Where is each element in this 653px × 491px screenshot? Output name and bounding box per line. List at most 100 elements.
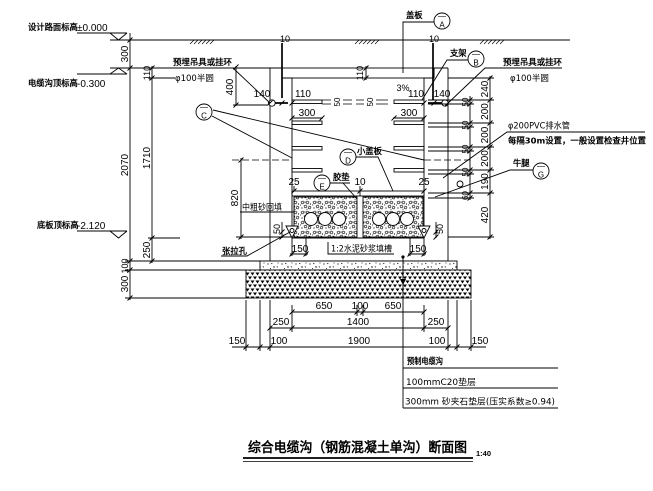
sand-area-annotations: 25 10 25 820 中粗砂回填 50 50 150 150 张拉孔 <box>221 158 470 257</box>
cable <box>386 212 400 226</box>
callout-mark: D <box>345 157 351 166</box>
note-label: 每隔30m设置，一般设置检查井位置 <box>508 136 647 146</box>
note-label: φ100半圆 <box>510 73 549 84</box>
tension-hole-right-icon <box>417 225 431 240</box>
dimension-label: 300 <box>120 45 131 62</box>
dimension-label: 250 <box>142 241 153 258</box>
cables <box>304 212 414 226</box>
callout-mark: A <box>439 21 445 30</box>
dimension-label: 400 <box>225 78 236 95</box>
dimension-label: 200 <box>480 126 491 143</box>
dimension-label: 140 <box>254 89 271 100</box>
dimension-label: 650 <box>316 301 333 312</box>
dimension-label: 140 <box>434 89 451 100</box>
note-label: 预埋吊具或挂环 <box>173 57 233 67</box>
detail-index-icon <box>433 12 451 30</box>
callout-label: 牛腿 <box>513 158 530 168</box>
dimension-label: 100 <box>352 301 369 312</box>
dimension-label: 1400 <box>347 317 370 328</box>
title-text: 综合电缆沟（钢筋混凝土单沟）断面图 <box>248 439 467 456</box>
sand-backfill-label: 中粗砂回填 <box>242 202 282 213</box>
layer-label: 100mmC20垫层 <box>406 377 476 388</box>
elevation-marker-icon <box>77 230 128 239</box>
dimension-label: 150 <box>229 336 246 347</box>
layer-legend: 预制电缆沟 100mmC20垫层 300mm 砂夹石垫层(压实系数≥0.94) <box>400 255 558 409</box>
callout-dash: — <box>472 50 480 59</box>
callout-dash: — <box>438 12 446 21</box>
callout-mark: G <box>538 171 544 180</box>
callout-label: 胶垫 <box>333 172 350 182</box>
dimension-label: 250 <box>273 317 290 328</box>
drain-pipe-icon <box>456 180 464 188</box>
dimension-label: 50 <box>435 224 445 234</box>
ground-line <box>110 39 570 45</box>
elevation-value: -2.120 <box>77 221 106 232</box>
dimension-label: 110 <box>408 89 424 100</box>
dimension-label: 300 <box>401 108 418 119</box>
dimension-label: 100 <box>120 258 130 273</box>
dimension-ticks <box>127 37 493 350</box>
cable-racks-right <box>393 99 425 173</box>
dimension-label: 25 <box>288 177 300 188</box>
lifting-ring-right-icon <box>441 99 449 107</box>
dimension-label: 100 <box>429 336 446 347</box>
dimension-label: 60 <box>461 191 470 200</box>
arrow-down-icon <box>400 279 406 285</box>
dimension-label: 650 <box>385 301 402 312</box>
dimension-label: 200 <box>480 150 491 167</box>
dimension-label: 190 <box>480 173 491 190</box>
elevation-label: 设计路面标高 <box>28 22 78 32</box>
bottom-dimensions: 650 100 650 250 1400 250 150 100 1900 10… <box>229 300 489 351</box>
dimension-label: 820 <box>230 189 241 206</box>
cable <box>332 212 346 226</box>
cable <box>304 212 318 226</box>
dimension-label: 10 <box>280 34 290 44</box>
note-label: φ200PVC排水管 <box>508 121 570 132</box>
dimension-label: 250 <box>428 317 445 328</box>
cable <box>318 212 332 226</box>
note-label: 预埋吊具或挂环 <box>503 57 563 67</box>
dimension-label: 50 <box>461 97 470 106</box>
dimension-label: 300 <box>299 108 316 119</box>
dimension-label: 50 <box>461 144 470 153</box>
lifting-ring-note-left: 预埋吊具或挂环 φ100半圆 <box>173 57 271 104</box>
title-scale: 1:40 <box>476 449 491 458</box>
tension-hole-label: 张拉孔 <box>222 246 248 256</box>
dimension-label: 50 <box>272 224 282 234</box>
elevation-slab-top: 底板顶标高 -2.120 <box>37 220 128 239</box>
trench-structure: 1:2水泥砂浆填槽 <box>245 43 472 299</box>
dimension-label: 10 <box>429 34 439 44</box>
dimension-label: 150 <box>292 244 309 255</box>
cable <box>372 212 386 226</box>
dimension-label: 200 <box>480 103 491 120</box>
callout-mark: C <box>201 112 207 121</box>
dimension-label: 1710 <box>142 146 153 169</box>
callout-dash: — <box>537 162 545 171</box>
dimension-label: 50 <box>461 167 470 176</box>
detail-index-icon <box>313 174 331 192</box>
detail-index-icon <box>195 103 213 121</box>
top-dimensions: 10 10 110 400 140 110 3% 110 140 300 300… <box>225 34 451 119</box>
callout-mark: E <box>319 183 324 192</box>
cable-racks-left <box>291 99 323 173</box>
drain-pipe-note: φ200PVC排水管 每隔30m设置，一般设置检查井位置 <box>442 121 647 179</box>
lifting-ring-left-icon <box>268 99 276 107</box>
dimension-label: 50 <box>461 120 470 129</box>
dimension-label: 150 <box>410 244 427 255</box>
note-label: φ100半圆 <box>175 73 214 84</box>
callout-a: 盖板 — A <box>402 10 451 73</box>
slope-label: 3% <box>396 83 409 93</box>
callout-b: 支架 — B <box>421 48 485 101</box>
dimension-label: 1900 <box>348 336 371 347</box>
dimension-label: 25 <box>418 177 430 188</box>
elevation-trench-top: 电缆沟顶标高 -0.300 <box>28 67 282 90</box>
lifting-ring-note-right: 预埋吊具或挂环 φ100半圆 <box>444 57 563 107</box>
elevation-label: 电缆沟顶标高 <box>28 78 78 88</box>
left-dimensions: 300 2070 100 300 110 1710 250 <box>120 33 270 300</box>
dimension-label: 50 <box>333 97 342 106</box>
callout-g: 牛腿 — G <box>434 158 550 198</box>
dimension-label: 240 <box>480 80 491 97</box>
callout-mark: B <box>473 59 478 68</box>
callout-dash: — <box>200 103 208 112</box>
elevation-value: ±0.000 <box>77 23 108 34</box>
